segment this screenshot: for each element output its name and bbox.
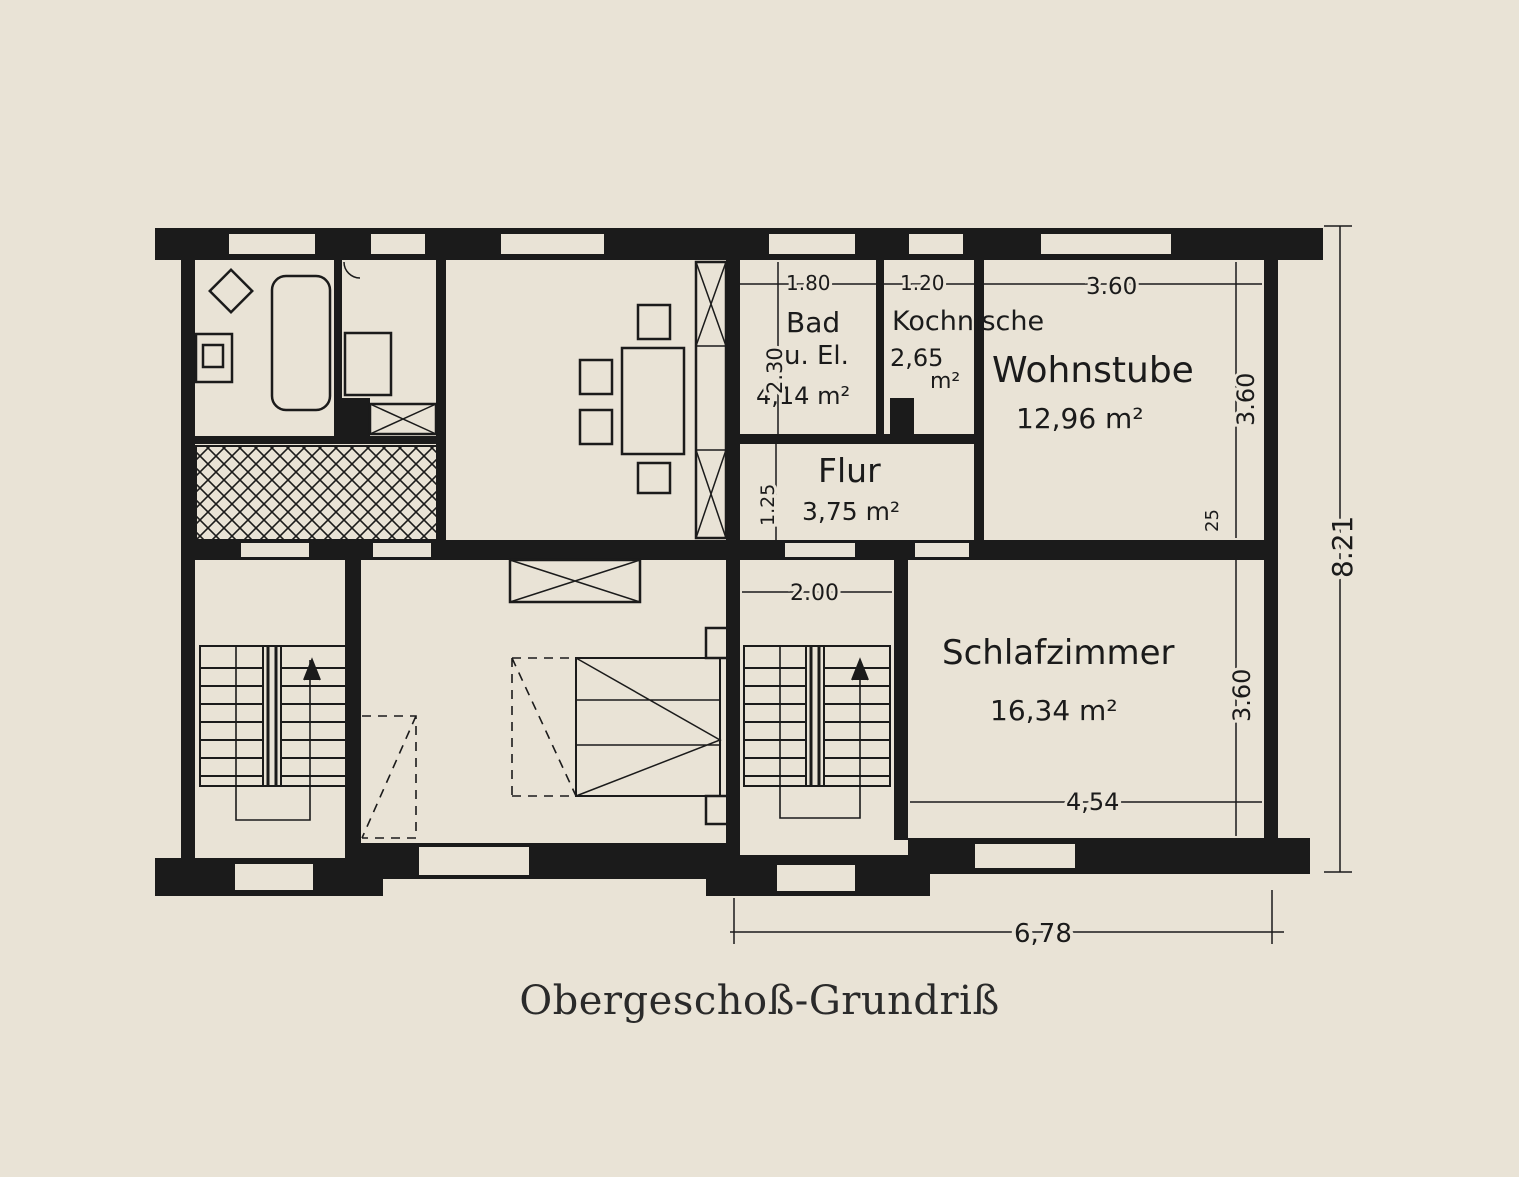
room-labels: Bad u. El. 4,14 m² Kochnische 2,65 m² Wo… [756,306,1194,727]
dim-kochnische-width: 1.20 [900,271,945,295]
fixtures [194,260,730,839]
cupboard-icon [368,402,438,436]
chair-icon [636,461,672,495]
dimension-labels: 1.80 1.20 3.60 2.30 3.60 25 1.25 2.00 3.… [754,268,1363,953]
windows [227,232,1173,893]
wardrobe-icon [694,260,728,540]
dim-bad-width: 1.80 [786,271,831,295]
schlafzimmer-area: 16,34 m² [990,694,1118,727]
stair-void-icon [508,558,642,604]
dim-flur-depth: 1.25 [757,484,779,526]
plan-caption: Obergeschoß-Grundriß [519,978,1000,1024]
schlafzimmer-label: Schlafzimmer [942,633,1175,673]
dim-stair-width: 2.00 [790,581,839,606]
dim-bad-depth: 2.30 [763,347,787,394]
stool-icon [208,268,254,314]
bad-area: 4,14 m² [756,382,850,410]
kochnische-area-value: 2,65 [890,344,943,372]
dim-wall: 25 [1202,509,1223,532]
bad-label: Bad [786,306,840,339]
kochnische-area-unit: m² [930,369,960,394]
wohnstube-area: 12,96 m² [1016,402,1144,435]
kochnische-label: Kochnische [892,306,1044,337]
bad-sublabel: u. El. [784,341,849,371]
chair-icon [578,358,614,396]
dimension-lines [730,225,1352,944]
chair-icon [636,303,672,341]
flur-area: 3,75 m² [802,497,900,526]
dining-table-icon [620,346,686,456]
dim-schlafzimmer-width: 4,54 [1066,788,1119,816]
chair-icon [578,408,614,446]
dim-wohnstube-width: 3.60 [1086,274,1137,300]
loggia-hatch [195,445,439,541]
staircase-left [199,645,347,821]
dim-schlafzimmer-depth: 3.60 [1228,669,1256,722]
wohnstube-label: Wohnstube [992,350,1194,391]
toilet-icon [343,331,393,397]
dim-total-width: 6,78 [1014,919,1072,949]
staircase-right [743,645,891,819]
washbasin-icon [194,332,234,384]
bathtub-icon [270,274,332,412]
dim-wohnstube-depth: 3.60 [1232,373,1260,426]
flur-label: Flur [818,451,881,490]
dim-total-depth: 8.21 [1326,516,1359,578]
